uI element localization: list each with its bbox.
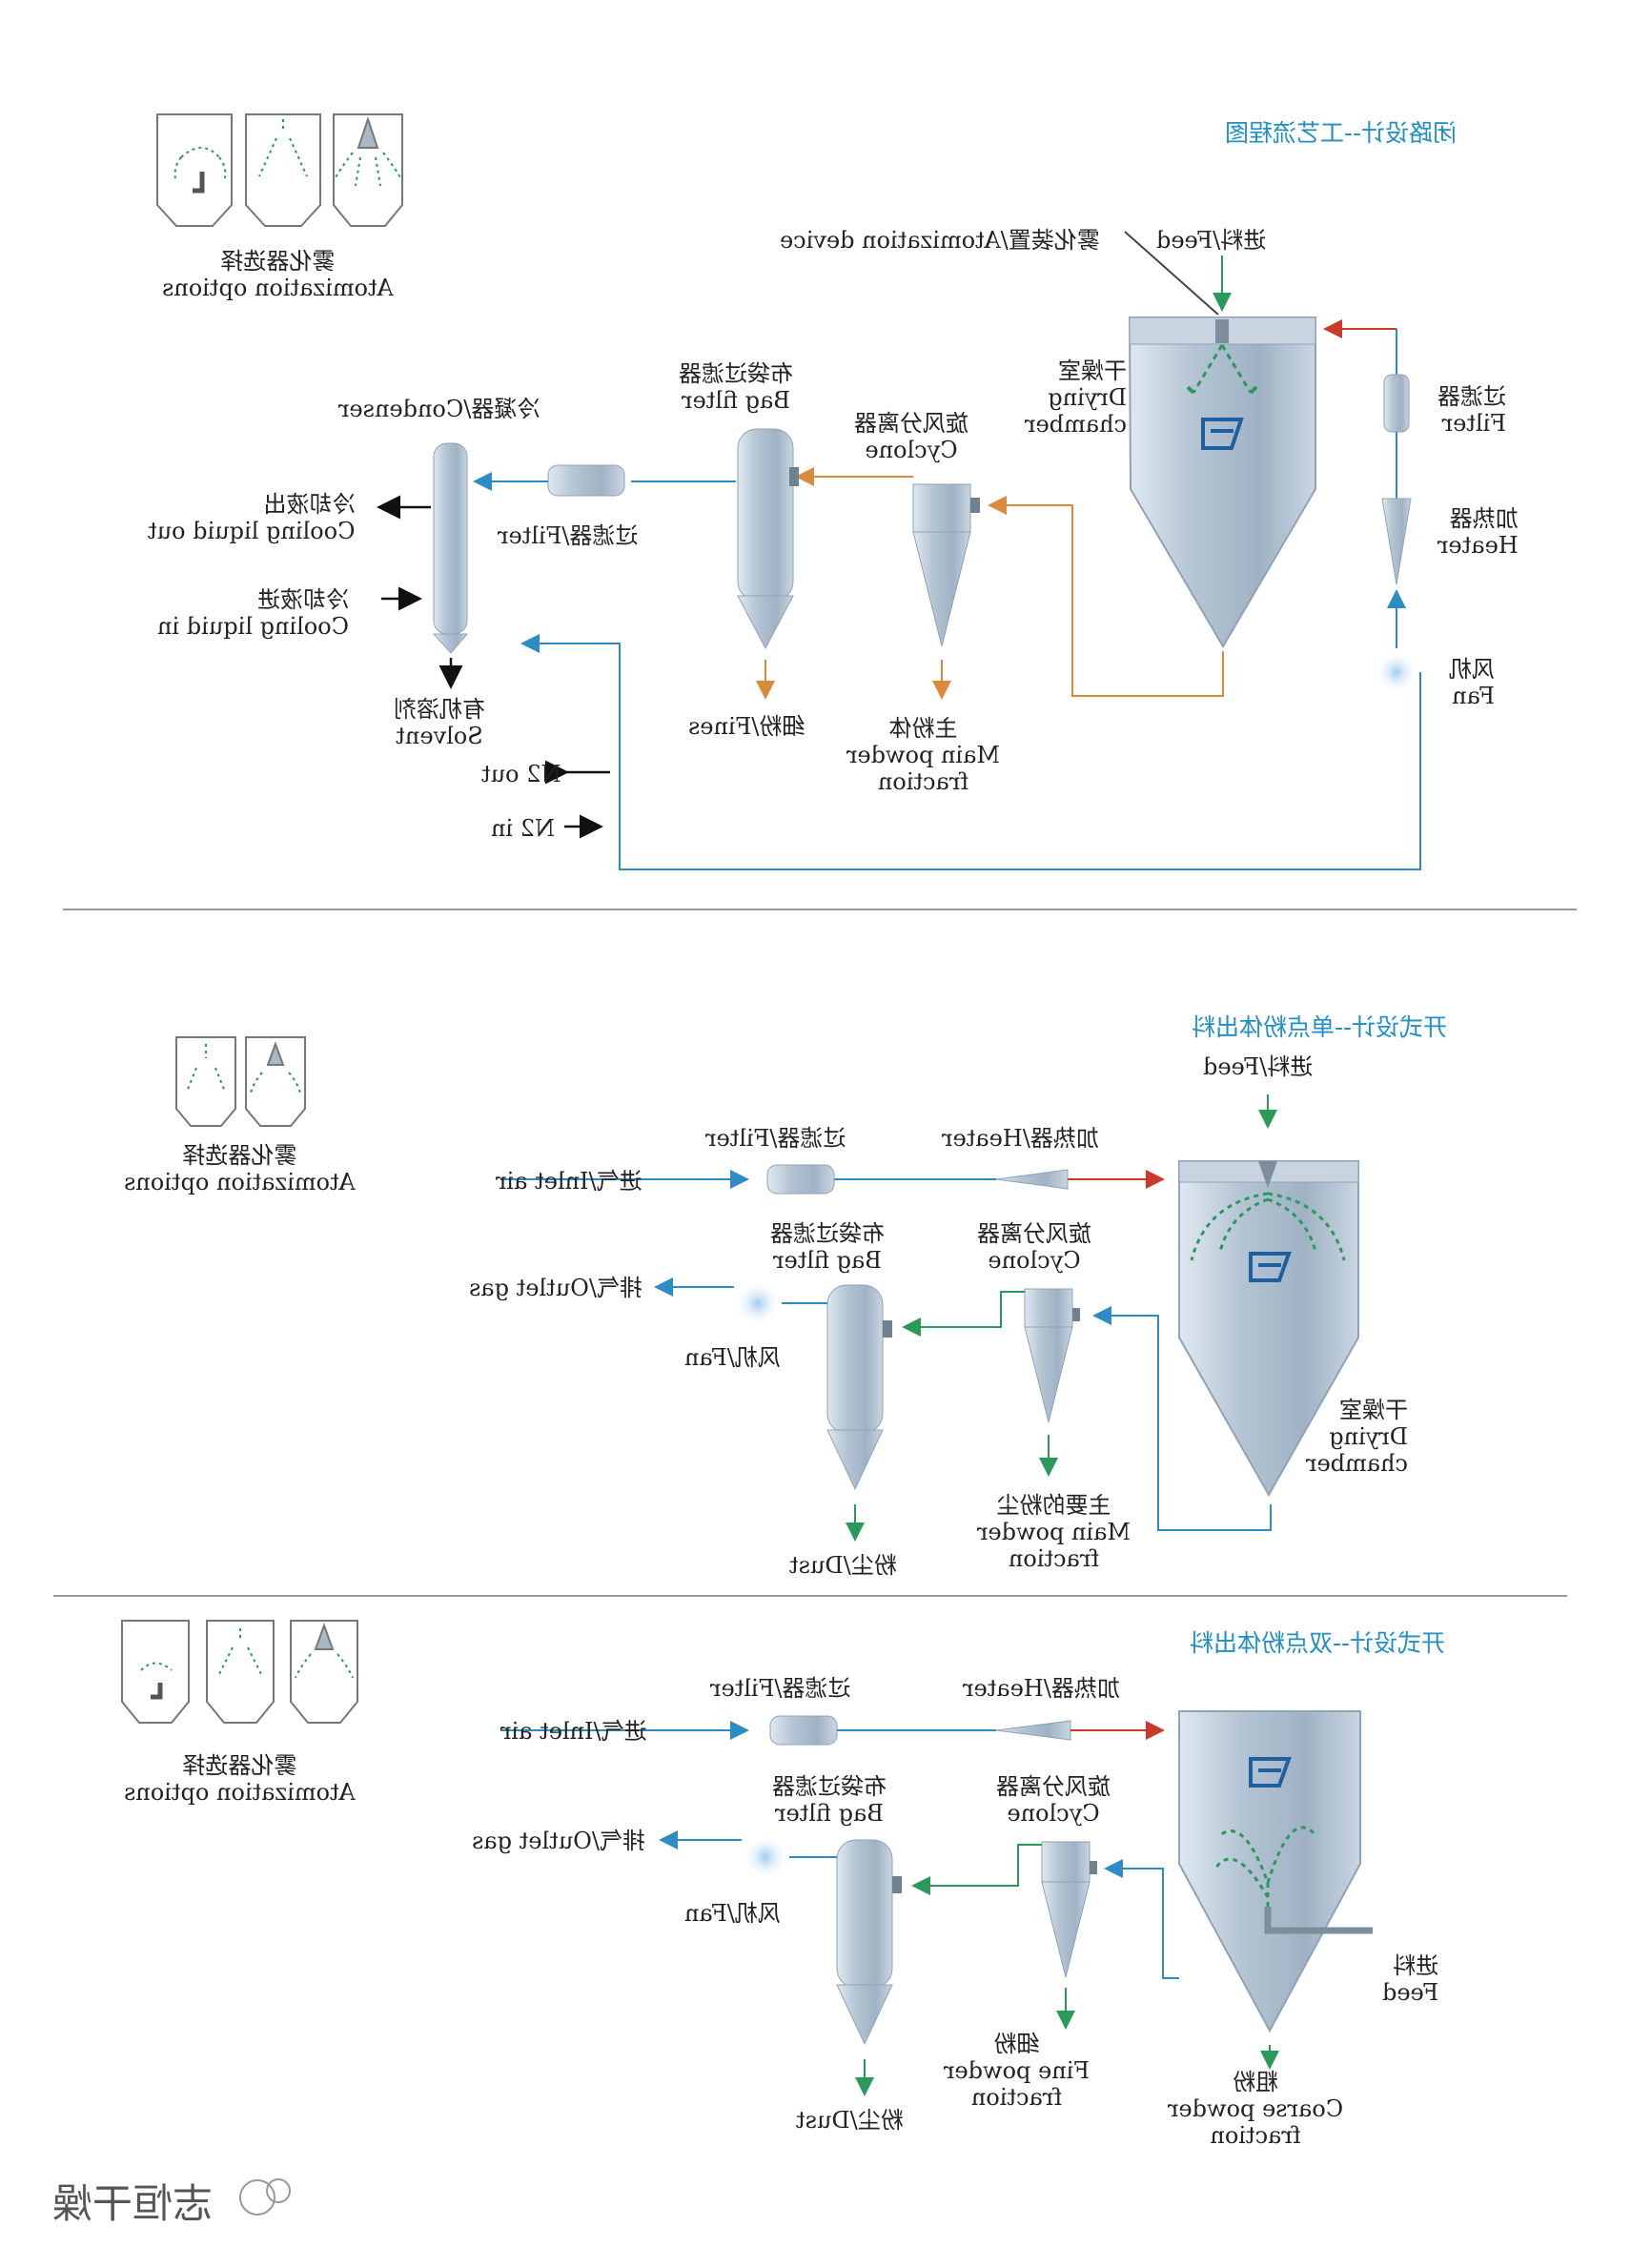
main-powder-label-2: 主要的粉尘 Main powder fraction <box>977 1492 1132 1572</box>
bag-filter-label-1: 布袋过滤器 Bag filter <box>679 360 793 414</box>
filter-3 <box>769 1715 838 1746</box>
open-single-discharge-diagram <box>175 1036 1359 1542</box>
drying-chamber-3 <box>1178 1710 1373 2070</box>
atomization-options-label-2: 雾化器选择 Atomization options <box>124 1142 356 1195</box>
section-divider-1 <box>63 909 1577 910</box>
fan-3 <box>743 1834 788 1880</box>
cooling-out-label: 冷却液出 Cooling liquid out <box>148 491 356 544</box>
cyclone-3 <box>1041 1841 1097 2030</box>
cyclone-label-2: 旋风分离器 Cyclone <box>977 1220 1091 1274</box>
cyclone-1 <box>912 483 980 700</box>
inlet-train-1 <box>520 319 1421 870</box>
cooling-in-label: 冷却液进 Cooling liquid in <box>157 586 350 640</box>
atomization-options-label-1: 雾化器选择 Atomization options <box>162 248 394 301</box>
heater-2 <box>995 1169 1069 1190</box>
heater-3 <box>995 1720 1071 1741</box>
coarse-powder-label: 粗粉 Coarse powder fraction <box>1168 2069 1344 2149</box>
atomizer-options-icons-3 <box>121 1620 358 1724</box>
heater-label-3: 加热器/Heater <box>963 1675 1120 1702</box>
brand-logo-icon <box>239 2178 291 2216</box>
feed-label-2: 进料/Feed <box>1203 1053 1314 1080</box>
outlet-gas-label-3: 排气/Outlet gas <box>472 1828 646 1854</box>
bag-filter-label-2: 布袋过滤器 Bag filter <box>770 1220 885 1274</box>
bag-filter-2 <box>826 1284 892 1542</box>
feed-label-3: 进料 Feed <box>1382 1952 1439 2006</box>
n2-out-label: N2 out <box>481 761 561 787</box>
fine-powder-label: 细粉 Fine powder fraction <box>944 2031 1091 2111</box>
fan-2 <box>735 1280 781 1326</box>
filter-2 <box>766 1164 835 1195</box>
fan-label-3: 风机/Fan <box>684 1900 781 1927</box>
filter-label-2: 过滤器/Filter <box>705 1125 846 1152</box>
fan-label-2: 风机/Fan <box>684 1344 781 1371</box>
diagram-1-title: 闭路设计--工艺流程图 <box>1225 119 1458 147</box>
cyclone-label-3: 旋风分离器 Cyclone <box>996 1773 1111 1827</box>
drying-chamber-2 <box>1178 1160 1359 1498</box>
condenser <box>377 442 610 839</box>
inlet-air-label-2: 进气/Inlet air <box>496 1168 642 1195</box>
inlet-air-label-3: 进气/Inlet air <box>500 1718 647 1745</box>
atomization-options-label-3: 雾化器选择 Atomization options <box>124 1752 356 1806</box>
cyclone-label-1: 旋风分离器 Cyclone <box>854 410 968 463</box>
filter-1 <box>473 464 625 497</box>
drying-chamber-label-2: 干燥室 Drying chamber <box>1306 1397 1409 1477</box>
open-dual-discharge-diagram <box>121 1620 1373 2096</box>
filter-label-mid: 过滤器/Filter <box>498 522 639 549</box>
section-divider-2 <box>53 1595 1567 1597</box>
fines-label: 细粉/Fines <box>688 713 805 740</box>
filter-label-1: 过滤器 Filter <box>1437 383 1506 437</box>
cyclone-2 <box>1024 1288 1080 1477</box>
bag-filter-1 <box>737 428 799 700</box>
closed-loop-diagram <box>156 113 1421 870</box>
atomizer-options-icons-2 <box>175 1036 306 1127</box>
drying-chamber-label-1: 干燥室 Drying chamber <box>1025 358 1128 438</box>
filter-label-3: 过滤器/Filter <box>710 1675 851 1702</box>
main-powder-label-1: 主粉体 Main powder fraction <box>846 715 1001 795</box>
bag-filter-label-3: 布袋过滤器 Bag filter <box>772 1773 887 1827</box>
bag-filter-3 <box>836 1839 902 2096</box>
heater-label-1: 加热器 Heater <box>1437 505 1519 559</box>
n2-in-label: N2 in <box>491 815 556 842</box>
dust-label-2: 粉尘/Dust <box>789 1552 897 1579</box>
diagram-3-title: 开式设计--双点粉体出料 <box>1190 1629 1446 1657</box>
condenser-label: 冷凝器/Condenser <box>338 396 540 422</box>
brand-text: 志恒干燥 <box>52 2180 214 2227</box>
heater-label-2: 加热器/Heater <box>942 1125 1099 1152</box>
atomizer-options-icons <box>156 113 403 227</box>
outlet-gas-label-2: 排气/Outlet gas <box>469 1275 643 1301</box>
fan-label-1: 风机 Fan <box>1449 656 1495 709</box>
atomization-device-label: 雾化装置/Atomization device <box>780 227 1100 254</box>
dust-label-3: 粉尘/Dust <box>796 2107 904 2134</box>
drying-chamber-1 <box>1128 317 1316 648</box>
diagram-2-title: 开式设计--单点粉体出料 <box>1192 1013 1448 1041</box>
feed-label-1: 进料/Feed <box>1156 227 1267 254</box>
solvent-label: 有机溶剂 Solvent <box>394 696 485 749</box>
